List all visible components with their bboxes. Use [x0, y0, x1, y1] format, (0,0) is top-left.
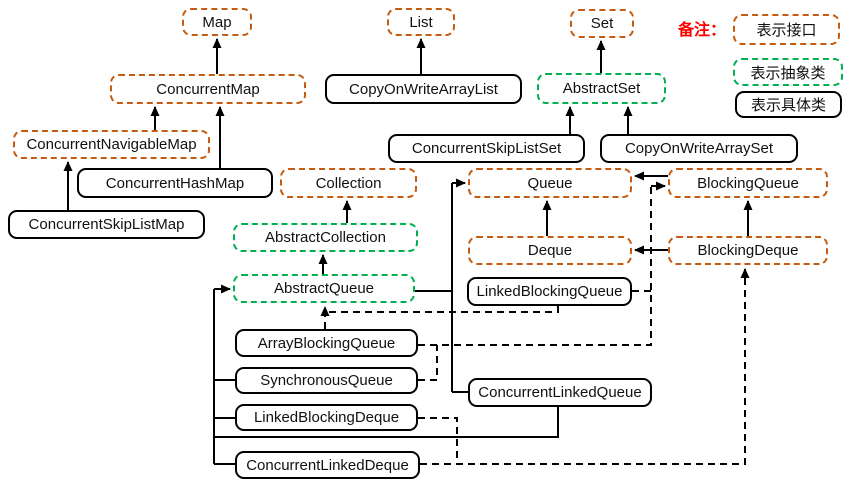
node-copy-on-write-array-set: CopyOnWriteArraySet — [600, 134, 798, 163]
legend-abstract-box: 表示抽象类 — [733, 58, 843, 86]
node-linked-blocking-deque: LinkedBlockingDeque — [235, 404, 418, 431]
node-concurrent-linked-queue: ConcurrentLinkedQueue — [468, 378, 652, 407]
node-deque: Deque — [468, 236, 632, 265]
node-concurrent-linked-deque: ConcurrentLinkedDeque — [235, 451, 420, 479]
node-queue: Queue — [468, 168, 632, 198]
node-list: List — [387, 8, 455, 36]
node-abstract-collection: AbstractCollection — [233, 223, 418, 252]
node-concurrent-skip-list-map: ConcurrentSkipListMap — [8, 210, 205, 239]
node-concurrent-navigable-map: ConcurrentNavigableMap — [13, 130, 210, 159]
legend-interface-box: 表示接口 — [733, 14, 840, 45]
node-copy-on-write-array-list: CopyOnWriteArrayList — [325, 74, 522, 104]
node-concurrent-hash-map: ConcurrentHashMap — [77, 168, 273, 198]
node-array-blocking-queue: ArrayBlockingQueue — [235, 329, 418, 357]
node-synchronous-queue: SynchronousQueue — [235, 367, 418, 394]
node-set: Set — [570, 9, 634, 38]
node-blocking-queue: BlockingQueue — [668, 168, 828, 198]
node-concurrent-skip-list-set: ConcurrentSkipListSet — [388, 134, 585, 163]
node-abstract-queue: AbstractQueue — [233, 274, 415, 303]
node-blocking-deque: BlockingDeque — [668, 236, 828, 265]
legend-note-label: 备注： — [678, 22, 727, 39]
node-linked-blocking-queue: LinkedBlockingQueue — [467, 277, 632, 306]
node-concurrent-map: ConcurrentMap — [110, 74, 306, 104]
legend-concrete-box: 表示具体类 — [735, 91, 842, 118]
node-collection: Collection — [280, 168, 417, 198]
node-map: Map — [182, 8, 252, 36]
node-abstract-set: AbstractSet — [537, 73, 666, 104]
